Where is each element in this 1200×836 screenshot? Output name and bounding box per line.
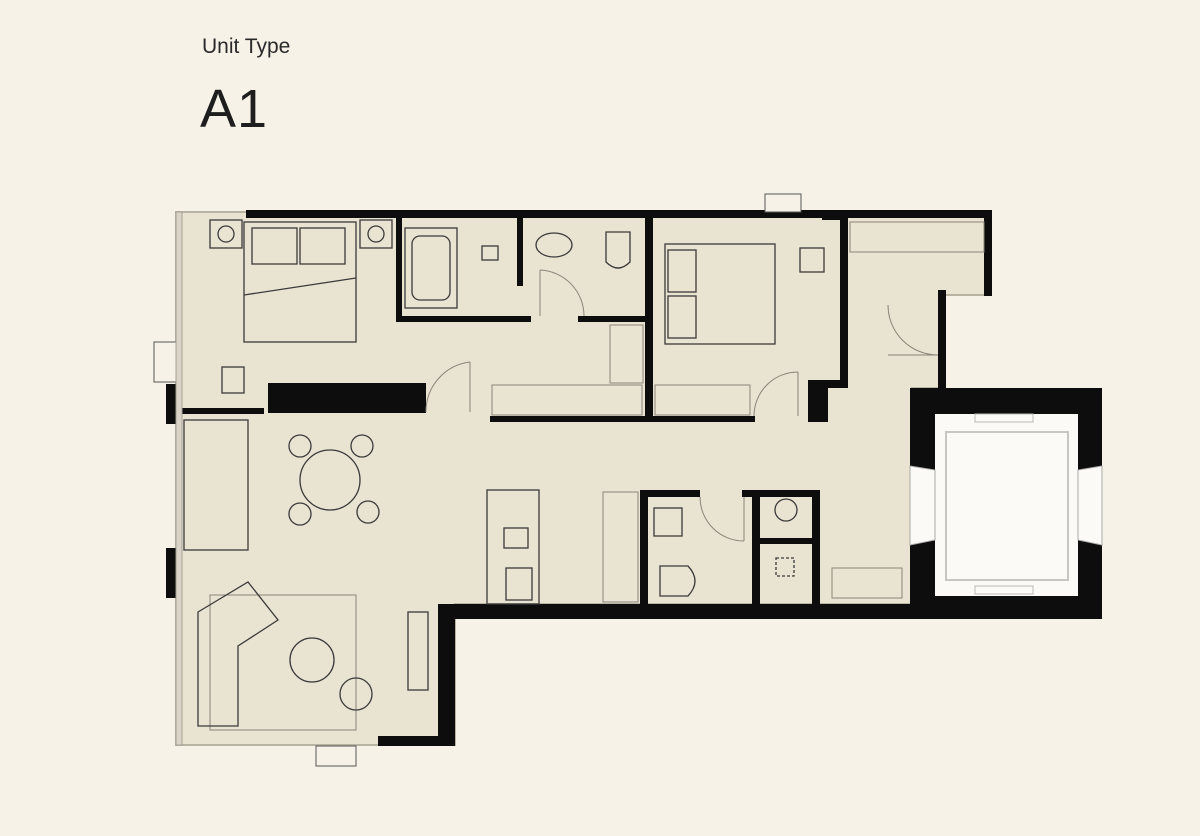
living-sofa	[197, 581, 429, 731]
bathtub	[404, 227, 631, 317]
unit-type-label: Unit Type	[202, 35, 291, 58]
master-bed	[209, 219, 393, 394]
dining-table	[183, 419, 380, 551]
lower-bathroom	[653, 496, 903, 599]
lift-core	[909, 388, 1103, 618]
unit-type-code: A1	[200, 79, 269, 139]
windows	[153, 193, 802, 767]
floor-area	[175, 211, 991, 746]
walls	[166, 210, 1102, 746]
kitchen-counter	[486, 489, 639, 605]
second-bed	[664, 221, 985, 417]
wardrobes	[425, 324, 751, 416]
